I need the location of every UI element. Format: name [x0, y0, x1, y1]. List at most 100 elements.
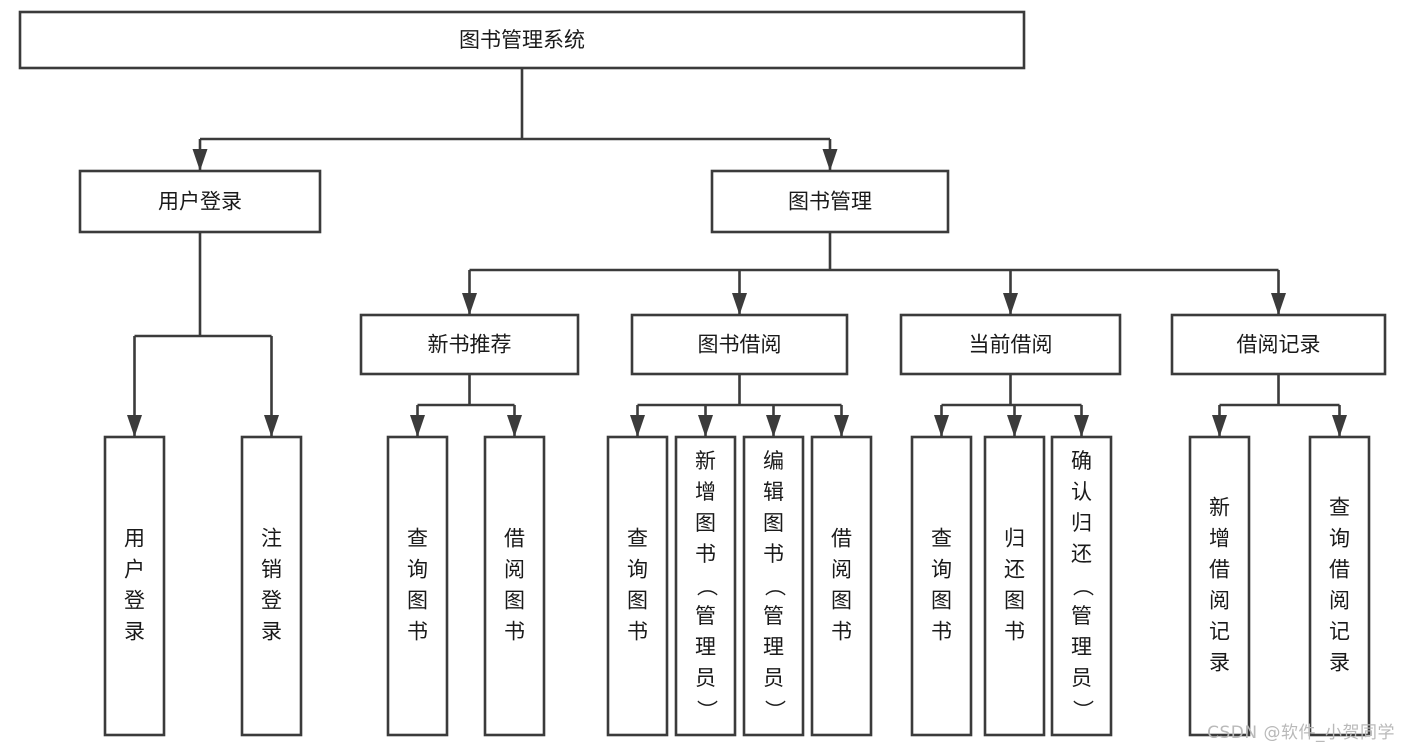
leaf-add-borrow-record-box[interactable]: [1188, 435, 1251, 737]
svg-text:管: 管: [763, 604, 784, 628]
svg-text:新: 新: [695, 449, 716, 473]
svg-text:图: 图: [931, 589, 952, 613]
svg-text:还: 还: [1004, 558, 1025, 582]
node-borrow-record-box[interactable]: [1170, 313, 1387, 376]
svg-text:查: 查: [627, 527, 648, 551]
nodes-layer: 图书管理系统用户登录图书管理新书推荐图书借阅当前借阅借阅记录用户登录注销登录查询…: [18, 10, 1387, 737]
svg-text:询: 询: [627, 558, 648, 582]
svg-text:用: 用: [124, 527, 145, 551]
node-current-borrow-box[interactable]: [899, 313, 1122, 376]
svg-text:书: 书: [627, 620, 648, 644]
svg-text:注: 注: [261, 527, 282, 551]
arrow-head-icon: [732, 293, 747, 315]
svg-text:）: ）: [695, 700, 719, 721]
node-book-borrow-label: 图书借阅: [698, 333, 782, 357]
arrow-head-icon: [1212, 415, 1227, 437]
arrow-head-icon: [766, 415, 781, 437]
svg-text:阅: 阅: [831, 558, 852, 582]
node-book-management-label: 图书管理: [788, 190, 872, 214]
arrow-head-icon: [264, 415, 279, 437]
arrow-head-icon: [1271, 293, 1286, 315]
svg-text:图: 图: [1004, 589, 1025, 613]
svg-text:记: 记: [1329, 620, 1350, 644]
arrow-head-icon: [698, 415, 713, 437]
svg-text:查: 查: [931, 527, 952, 551]
svg-text:管: 管: [695, 604, 716, 628]
arrow-head-icon: [630, 415, 645, 437]
svg-text:询: 询: [931, 558, 952, 582]
svg-text:借: 借: [504, 527, 525, 551]
svg-text:认: 认: [1071, 480, 1092, 504]
node-user-login-box[interactable]: [78, 169, 322, 234]
leaf-edit-book-admin-box[interactable]: [742, 435, 805, 737]
svg-text:确: 确: [1071, 449, 1092, 473]
svg-text:图: 图: [695, 511, 716, 535]
svg-text:增: 增: [695, 480, 716, 504]
svg-text:员: 员: [695, 666, 716, 690]
svg-text:编: 编: [763, 449, 784, 473]
arrow-head-icon: [192, 149, 208, 171]
svg-text:书: 书: [407, 620, 428, 644]
svg-text:阅: 阅: [504, 558, 525, 582]
node-new-book-recommend-label: 新书推荐: [428, 333, 512, 357]
leaf-query-book-current-box[interactable]: [910, 435, 973, 737]
svg-text:理: 理: [1071, 635, 1092, 659]
arrow-head-icon: [507, 415, 522, 437]
svg-text:管: 管: [1071, 604, 1092, 628]
node-book-management-system-box[interactable]: [18, 10, 1026, 70]
svg-text:图: 图: [627, 589, 648, 613]
node-current-borrow-label: 当前借阅: [969, 333, 1053, 357]
svg-text:（: （: [695, 576, 719, 597]
svg-text:阅: 阅: [1209, 589, 1230, 613]
svg-text:归: 归: [1004, 527, 1025, 551]
svg-text:录: 录: [1209, 651, 1230, 675]
arrow-head-icon: [1332, 415, 1347, 437]
leaf-query-borrow-record-box[interactable]: [1308, 435, 1371, 737]
svg-text:图: 图: [763, 511, 784, 535]
node-book-management-box[interactable]: [710, 169, 950, 234]
node-borrow-record-label: 借阅记录: [1237, 333, 1321, 357]
arrow-head-icon: [1007, 415, 1022, 437]
leaf-confirm-return-box[interactable]: [1050, 435, 1113, 737]
node-book-borrow-box[interactable]: [630, 313, 849, 376]
leaf-borrow-book-box[interactable]: [810, 435, 873, 737]
svg-text:登: 登: [124, 589, 145, 613]
svg-text:户: 户: [124, 558, 145, 582]
leaf-query-book-rec-box[interactable]: [386, 435, 449, 737]
svg-text:员: 员: [1071, 666, 1092, 690]
svg-text:借: 借: [1329, 558, 1350, 582]
svg-text:辑: 辑: [763, 480, 784, 504]
leaf-logout-box[interactable]: [240, 435, 303, 737]
svg-text:借: 借: [1209, 558, 1230, 582]
leaf-borrow-book-rec-box[interactable]: [483, 435, 546, 737]
arrow-head-icon: [127, 415, 142, 437]
svg-text:书: 书: [931, 620, 952, 644]
svg-text:记: 记: [1209, 620, 1230, 644]
svg-text:书: 书: [1004, 620, 1025, 644]
csdn-watermark: CSDN @软件_小贺同学: [1207, 723, 1395, 743]
leaf-add-book-admin-box[interactable]: [674, 435, 737, 737]
svg-text:图: 图: [831, 589, 852, 613]
svg-text:理: 理: [763, 635, 784, 659]
svg-text:书: 书: [763, 542, 784, 566]
leaf-user-login-label: 用户登录: [124, 527, 145, 644]
arrow-head-icon: [462, 293, 477, 315]
arrow-head-icon: [822, 149, 838, 171]
leaf-user-login-box[interactable]: [103, 435, 166, 737]
node-new-book-recommend-box[interactable]: [359, 313, 580, 376]
svg-text:图: 图: [407, 589, 428, 613]
svg-text:录: 录: [1329, 651, 1350, 675]
leaf-query-book-borrow-box[interactable]: [606, 435, 669, 737]
svg-text:书: 书: [695, 542, 716, 566]
svg-text:（: （: [763, 576, 787, 597]
leaf-return-book-box[interactable]: [983, 435, 1046, 737]
svg-text:销: 销: [261, 558, 282, 582]
